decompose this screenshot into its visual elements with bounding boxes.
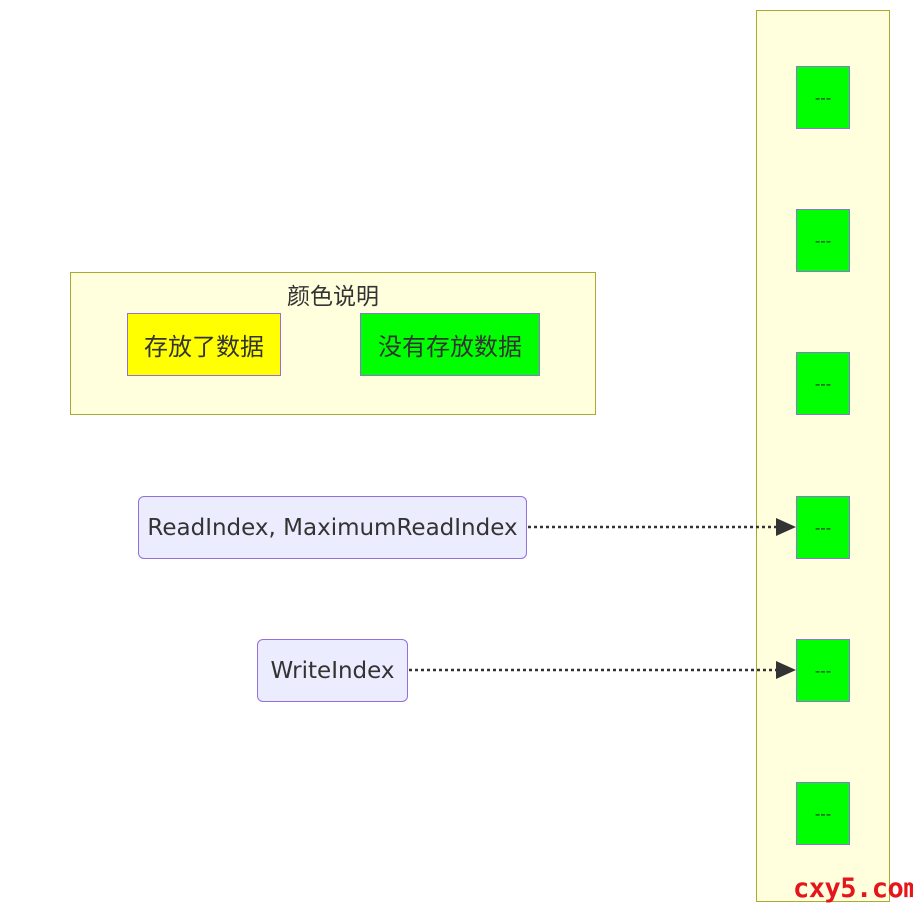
buffer-slot: --- [796, 209, 850, 272]
buffer-slot: --- [796, 782, 850, 845]
write-index-node: WriteIndex [257, 639, 408, 702]
buffer-slot: --- [796, 639, 850, 702]
buffer-cluster [756, 10, 890, 902]
read-index-node: ReadIndex, MaximumReadIndex [138, 496, 527, 559]
legend-title: 颜色说明 [287, 284, 379, 310]
legend-item-filled: 存放了数据 [127, 313, 281, 376]
buffer-slot: --- [796, 352, 850, 415]
buffer-slot: --- [796, 496, 850, 559]
buffer-slot: --- [796, 66, 850, 129]
watermark: cxy5.com [793, 873, 913, 904]
legend-item-empty: 没有存放数据 [360, 313, 540, 376]
